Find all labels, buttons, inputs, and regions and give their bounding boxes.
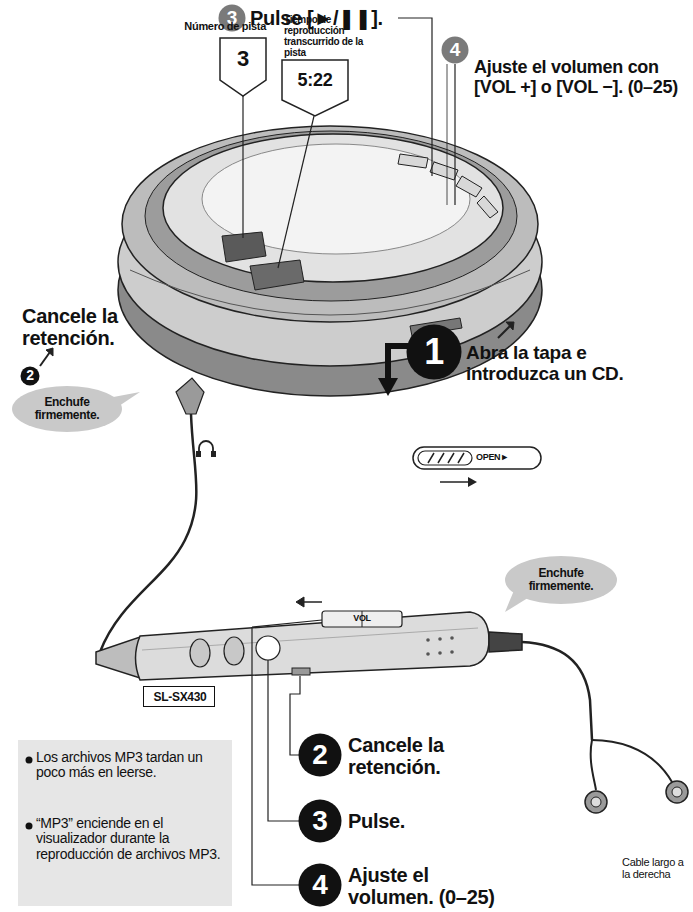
instruction-text: Cancele la retención. [22,298,154,356]
node-text: “MP3” enciende en el visualizador durant… [36,816,224,900]
node-text: 4 [441,36,469,64]
node-text: 5:22 [282,66,348,96]
circle-shape [299,800,342,843]
node-text: 3 [298,799,342,843]
open-switch [413,447,541,487]
bullet-dot [26,757,33,764]
display-tag: Tiempo de reproducción transcurrido de l… [272,14,382,118]
switch-label: OPEN► [476,450,538,466]
button-label: VOL [342,613,382,625]
node-text: Enchufe firmemente. [515,556,607,604]
tag-shape [282,60,348,116]
bubble-shape [12,386,122,432]
speech-bubble: Enchufe firmemente. [505,556,617,604]
instruction-text: Cancele la retención. [348,731,488,781]
callout-number: 4 [441,36,469,64]
node-text: SL-SX430 [144,687,216,708]
remote-control [96,597,522,680]
tag-shape [220,38,266,96]
callout-number: 2 [20,366,40,386]
bubble-shape [505,556,617,604]
circle-shape [21,367,40,386]
instruction-text: Abra la tapa e introduzca un CD. [466,324,656,404]
node-text: 2 [20,366,40,386]
circle-shape [407,325,462,380]
instruction-text: Pulse [►/❚❚]. [250,4,400,32]
node-text: 4 [298,863,342,907]
callout-number: 3 [298,799,342,843]
speech-bubble: Enchufe firmemente. [12,386,122,432]
node-text: Enchufe firmemente. [22,386,112,432]
model-box: SL-SX430 [143,686,215,707]
headphone-plug [100,378,216,652]
callout-number: 1 [406,324,462,380]
instruction-text: Ajuste el volumen con [VOL +] o [VOL −].… [474,36,679,120]
instruction-text: Pulse. [348,806,468,836]
earphones [522,642,688,813]
note-box: Los archivos MP3 tardan un poco más en l… [18,740,232,906]
bullet-dot [26,823,33,830]
node-text: 3 [220,42,266,76]
node-text: 2 [298,733,342,777]
display-tag: Número de pista3 [160,18,270,100]
callout-number: 2 [298,733,342,777]
circle-shape [442,37,469,64]
note-text: Cable largo a la derecha [622,852,693,884]
leader-lines [243,18,455,268]
instruction-text: Ajuste el volumen. (0–25) [348,862,508,910]
circle-shape [299,864,342,907]
node-text: 1 [406,324,462,380]
circle-shape [299,734,342,777]
node-heading: Los archivos MP3 tardan un poco más en l… [36,750,224,814]
callout-number: 4 [298,863,342,907]
